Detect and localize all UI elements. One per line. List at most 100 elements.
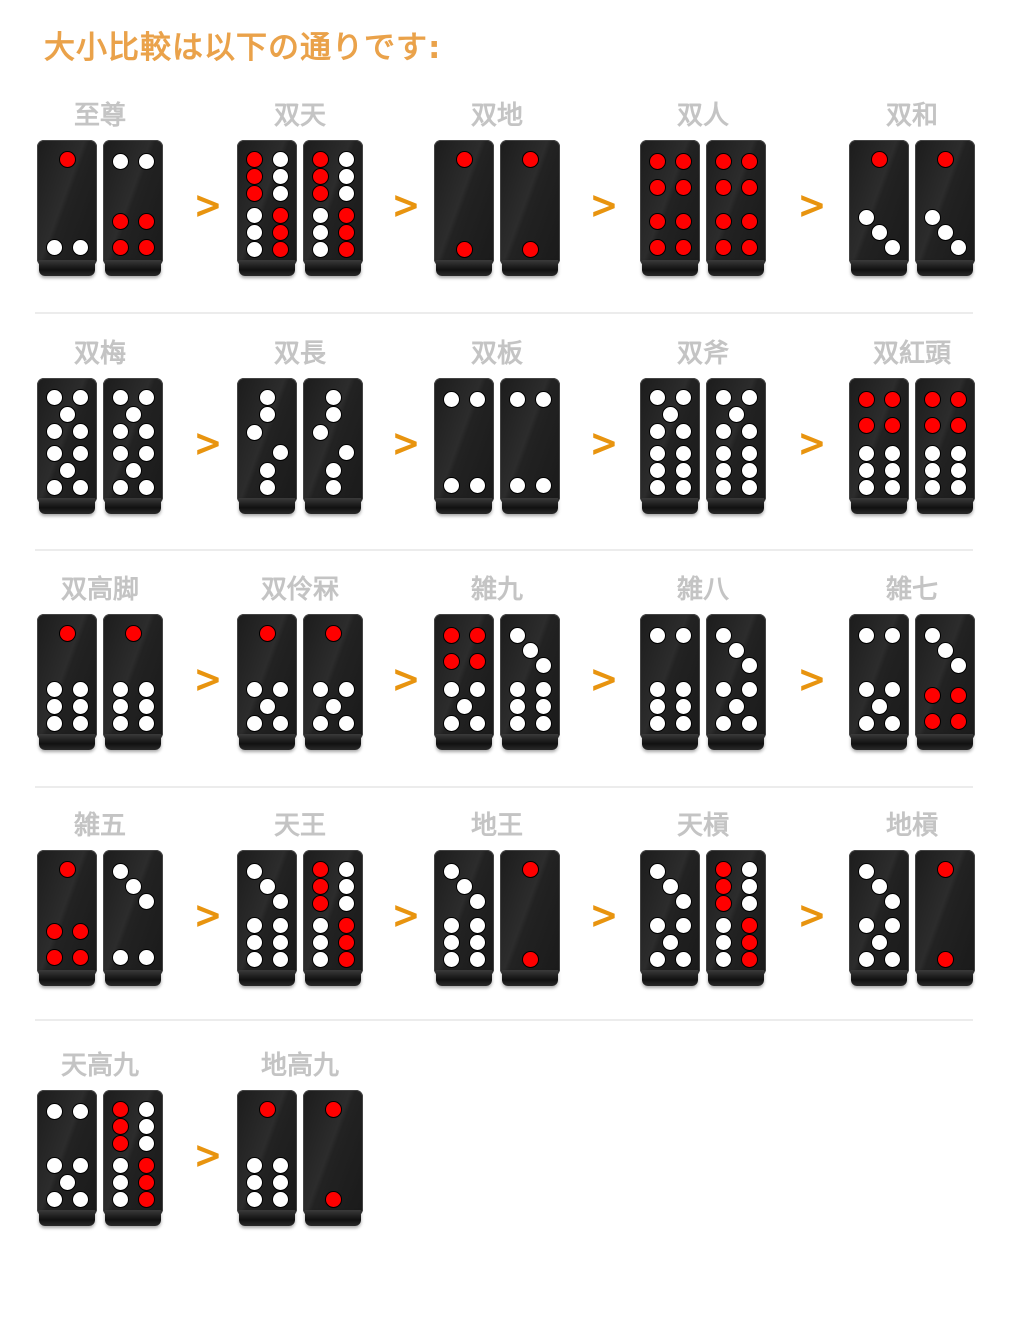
- white-pip: [111, 152, 129, 170]
- red-pip: [111, 1134, 129, 1152]
- pai-gow-tile: [500, 614, 560, 752]
- group-label: 雑八: [676, 575, 729, 605]
- red-pip: [714, 861, 732, 879]
- red-pip: [741, 950, 759, 968]
- white-pip: [72, 698, 90, 715]
- white-pip: [138, 1134, 156, 1152]
- white-pip: [648, 445, 666, 463]
- white-pip: [311, 714, 329, 732]
- group-label: 天槓: [676, 811, 729, 841]
- white-pip: [728, 406, 745, 423]
- white-pip: [469, 390, 487, 408]
- pai-gow-tile: [915, 614, 975, 752]
- white-pip: [442, 862, 460, 880]
- white-pip: [245, 934, 263, 951]
- pai-gow-tile: [500, 378, 560, 516]
- white-pip: [45, 1190, 63, 1208]
- white-pip: [857, 626, 875, 644]
- white-pip: [675, 462, 693, 479]
- white-pip: [272, 714, 290, 732]
- red-pip: [111, 1118, 129, 1135]
- white-pip: [138, 422, 156, 440]
- white-pip: [111, 1157, 129, 1175]
- white-pip: [325, 389, 342, 407]
- red-pip: [522, 950, 539, 968]
- page-title: 大小比較は以下の通りです:: [44, 30, 442, 66]
- white-pip: [857, 462, 875, 479]
- pai-gow-tile: [434, 850, 494, 988]
- white-pip: [871, 698, 888, 715]
- greater-than-sign: >: [589, 893, 619, 937]
- white-pip: [675, 681, 693, 699]
- white-pip: [648, 422, 666, 440]
- tile-base: [305, 1210, 361, 1226]
- white-pip: [675, 893, 693, 911]
- pai-gow-tile: [37, 378, 97, 516]
- greater-than-sign: >: [589, 657, 619, 701]
- group-label: 双板: [470, 339, 523, 369]
- red-pip: [714, 179, 732, 196]
- red-pip: [950, 417, 968, 434]
- tile-base: [502, 970, 558, 986]
- white-pip: [714, 445, 732, 463]
- red-pip: [45, 949, 63, 967]
- red-pip: [311, 861, 329, 879]
- white-pip: [884, 626, 902, 644]
- red-pip: [138, 239, 156, 257]
- red-pip: [714, 152, 732, 170]
- tile-base: [305, 498, 361, 514]
- white-pip: [245, 950, 263, 968]
- white-pip: [857, 714, 875, 732]
- white-pip: [72, 714, 90, 732]
- white-pip: [714, 422, 732, 440]
- white-pip: [535, 698, 553, 715]
- pai-gow-tile: [103, 1090, 163, 1228]
- tile-base: [105, 734, 161, 750]
- white-pip: [272, 950, 290, 968]
- group-label: 天王: [273, 811, 326, 841]
- red-pip: [469, 653, 487, 670]
- white-pip: [45, 445, 63, 463]
- pai-gow-tile: [434, 140, 494, 278]
- white-pip: [272, 444, 290, 462]
- greater-than-sign: >: [391, 893, 421, 937]
- red-pip: [245, 168, 263, 185]
- white-pip: [535, 681, 553, 699]
- tile-base: [851, 498, 907, 514]
- white-pip: [72, 445, 90, 463]
- white-pip: [272, 184, 290, 202]
- pai-gow-tile: [37, 140, 97, 278]
- white-pip: [45, 681, 63, 699]
- white-pip: [245, 240, 263, 258]
- white-pip: [884, 445, 902, 463]
- white-pip: [950, 239, 968, 257]
- white-pip: [508, 477, 526, 495]
- white-pip: [508, 698, 526, 715]
- greater-than-sign: >: [391, 421, 421, 465]
- red-pip: [522, 240, 539, 258]
- white-pip: [871, 934, 888, 951]
- red-pip: [338, 240, 356, 258]
- greater-than-sign: >: [193, 893, 223, 937]
- white-pip: [245, 862, 263, 880]
- red-pip: [714, 878, 732, 895]
- pai-gow-tile: [640, 614, 700, 752]
- tile-base: [708, 498, 764, 514]
- white-pip: [884, 478, 902, 496]
- pai-gow-tile: [434, 614, 494, 752]
- white-pip: [442, 934, 460, 951]
- white-pip: [59, 406, 76, 423]
- white-pip: [884, 917, 902, 935]
- tile-base: [708, 970, 764, 986]
- greater-than-sign: >: [391, 183, 421, 227]
- tile-base: [436, 970, 492, 986]
- red-pip: [59, 625, 76, 643]
- red-pip: [311, 878, 329, 895]
- pai-gow-tile: [849, 378, 909, 516]
- pai-gow-tile: [640, 850, 700, 988]
- tile-base: [105, 970, 161, 986]
- white-pip: [45, 698, 63, 715]
- greater-than-sign: >: [797, 657, 827, 701]
- white-pip: [535, 657, 553, 675]
- pai-gow-tile: [303, 1090, 363, 1228]
